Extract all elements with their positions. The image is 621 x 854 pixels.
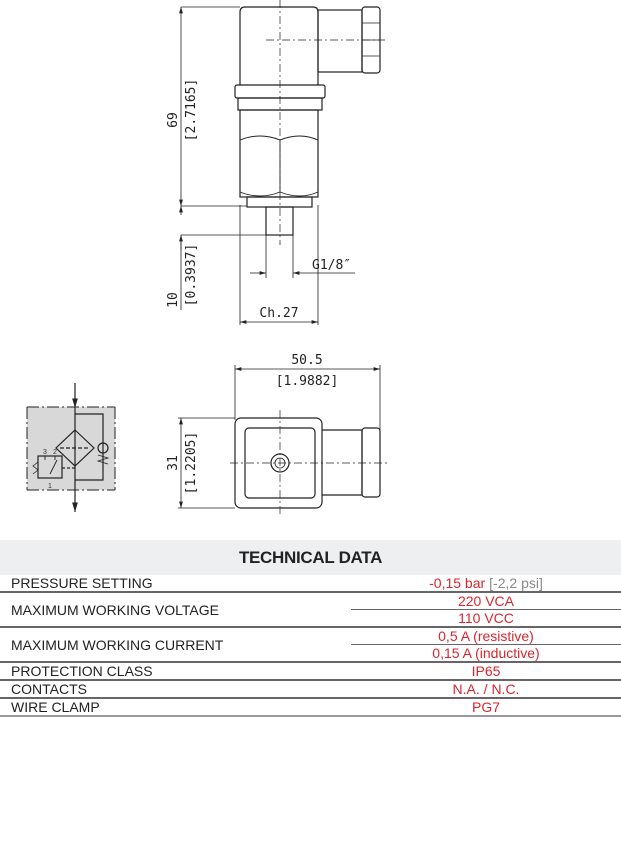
- technical-data-table: TECHNICAL DATA PRESSURE SETTING -0,15 ba…: [0, 540, 621, 717]
- connector-front-view: [230, 410, 390, 515]
- dim-stem-in: [0.3937]: [184, 244, 199, 307]
- technical-drawing: 69 [2.7165] 10 [0.3937] G1/8″ Ch.27 50.5…: [26, 0, 390, 515]
- table-row-wire-clamp: WIRE CLAMP PG7: [0, 699, 621, 717]
- value-primary: -0,15 bar: [429, 575, 486, 591]
- table-row-current: MAXIMUM WORKING CURRENT 0,5 A (resistive…: [0, 628, 621, 663]
- hex-label: Ch.27: [259, 306, 298, 321]
- row-value: IP65: [471, 663, 501, 679]
- row-value: 0,5 A (resistive): [438, 628, 534, 644]
- dimension-lines: [178, 6, 381, 509]
- dim-width-in: [1.9882]: [276, 374, 339, 389]
- dim-stem-mm: 10: [166, 292, 181, 308]
- row-label: MAXIMUM WORKING VOLTAGE: [11, 601, 219, 618]
- row-value: N.A. / N.C.: [452, 681, 520, 697]
- table-title: TECHNICAL DATA: [0, 540, 621, 575]
- row-label: MAXIMUM WORKING CURRENT: [11, 636, 224, 653]
- dim-side-mm: 31: [166, 455, 181, 471]
- row-value: PG7: [471, 699, 500, 715]
- dim-width-mm: 50.5: [291, 353, 322, 368]
- row-label: PRESSURE SETTING: [11, 575, 153, 591]
- table-row-contacts: CONTACTS N.A. / N.C.: [0, 681, 621, 699]
- row-value: 110 VCC: [351, 609, 621, 626]
- port-1-label: 1: [48, 483, 52, 490]
- row-value: 0,15 A (inductive): [351, 644, 621, 661]
- value-secondary: [-2,2 psi]: [489, 575, 543, 591]
- dim-height-mm: 69: [166, 112, 181, 128]
- port-3-label: 3: [43, 449, 47, 456]
- row-label: PROTECTION CLASS: [11, 663, 153, 679]
- row-value: -0,15 bar[-2,2 psi]: [351, 575, 621, 591]
- row-value: 220 VCA: [457, 593, 515, 609]
- dim-side-in: [1.2205]: [184, 432, 199, 495]
- hydraulic-symbol: 3 2 1: [26, 383, 116, 512]
- table-row-pressure-setting: PRESSURE SETTING -0,15 bar[-2,2 psi]: [0, 575, 621, 593]
- table-row-protection-class: PROTECTION CLASS IP65: [0, 663, 621, 681]
- thread-label: G1/8″: [312, 258, 351, 273]
- row-label: WIRE CLAMP: [11, 699, 100, 715]
- port-2-label: 2: [53, 449, 57, 456]
- pressure-switch-side-view: [234, 0, 385, 245]
- row-label: CONTACTS: [11, 681, 87, 697]
- dim-height-in: [2.7165]: [184, 79, 199, 142]
